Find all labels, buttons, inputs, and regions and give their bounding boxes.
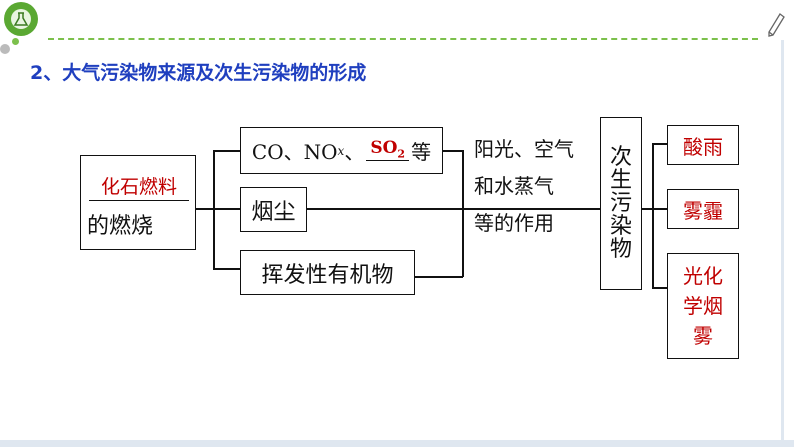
secondary-char-1: 次 <box>609 144 632 170</box>
header-dashed-line <box>48 38 758 40</box>
gas-suffix: 等 <box>411 140 432 164</box>
gas-separator: 、 <box>344 140 365 164</box>
connector-to-secondary <box>462 208 600 210</box>
connector-to-item3 <box>213 268 240 270</box>
source-suffix: 的燃烧 <box>87 214 154 239</box>
result-box-photochemical-smog: 光化 学烟 雾 <box>667 253 739 359</box>
connector-from-item1 <box>443 150 463 152</box>
result-box-acid-rain: 酸雨 <box>667 125 739 165</box>
connector-to-item2 <box>213 208 240 210</box>
connector-to-result3 <box>652 287 667 289</box>
condition-line-1: 阳光、空气 <box>474 131 596 168</box>
connector-from-item2 <box>307 208 463 210</box>
so2-answer-blank: SO2 <box>366 138 410 161</box>
acid-rain-label: 酸雨 <box>683 134 723 159</box>
connector-from-item3 <box>415 276 463 278</box>
gas-prefix: CO、NO <box>251 140 338 164</box>
connector-to-item1 <box>213 150 240 152</box>
decor-dot-gray <box>0 44 10 54</box>
result-box-smog: 雾霾 <box>667 189 739 229</box>
connector-secondary-out <box>642 208 653 210</box>
photochemical-line-3: 雾 <box>693 324 713 348</box>
connector-right-bracket <box>462 150 464 277</box>
source-answer-blank: 化石燃料 <box>89 174 189 201</box>
dust-label: 烟尘 <box>251 199 296 225</box>
source-answer: 化石燃料 <box>100 176 177 198</box>
connector-left-bracket <box>213 150 215 269</box>
right-side-bar <box>781 40 784 447</box>
source-box: 化石燃料 的燃烧 <box>80 155 196 250</box>
photochemical-line-2: 学烟 <box>683 294 723 318</box>
flask-logo-icon <box>11 9 31 29</box>
conditions-text: 阳光、空气 和水蒸气 等的作用 <box>474 131 596 242</box>
gas-subscript-x: x <box>337 143 345 158</box>
pollutant-box-dust: 烟尘 <box>240 187 307 232</box>
so2-answer: SO <box>370 138 398 159</box>
connector-source-trunk <box>195 208 214 210</box>
smog-label: 雾霾 <box>683 198 723 223</box>
connector-result-bracket <box>652 143 654 287</box>
connector-to-result1 <box>652 143 667 145</box>
connector-to-result2 <box>652 208 667 210</box>
logo-circle-icon <box>4 2 38 36</box>
bottom-bar <box>0 440 794 447</box>
so2-subscript: 2 <box>397 147 406 161</box>
pollutant-box-voc: 挥发性有机物 <box>240 250 415 295</box>
condition-line-3: 等的作用 <box>474 211 554 235</box>
secondary-char-3: 污 <box>609 190 632 216</box>
decor-dot-green <box>12 38 19 45</box>
secondary-char-5: 物 <box>609 237 632 263</box>
secondary-pollutant-box: 次 生 污 染 物 <box>600 117 642 290</box>
secondary-char-4: 染 <box>609 214 632 240</box>
condition-line-2: 和水蒸气 <box>474 174 554 198</box>
pencil-icon <box>766 12 786 42</box>
photochemical-line-1: 光化 <box>683 264 723 288</box>
secondary-char-2: 生 <box>609 167 632 193</box>
page-title: 2、大气污染物来源及次生污染物的形成 <box>30 62 367 84</box>
voc-label: 挥发性有机物 <box>261 262 394 288</box>
